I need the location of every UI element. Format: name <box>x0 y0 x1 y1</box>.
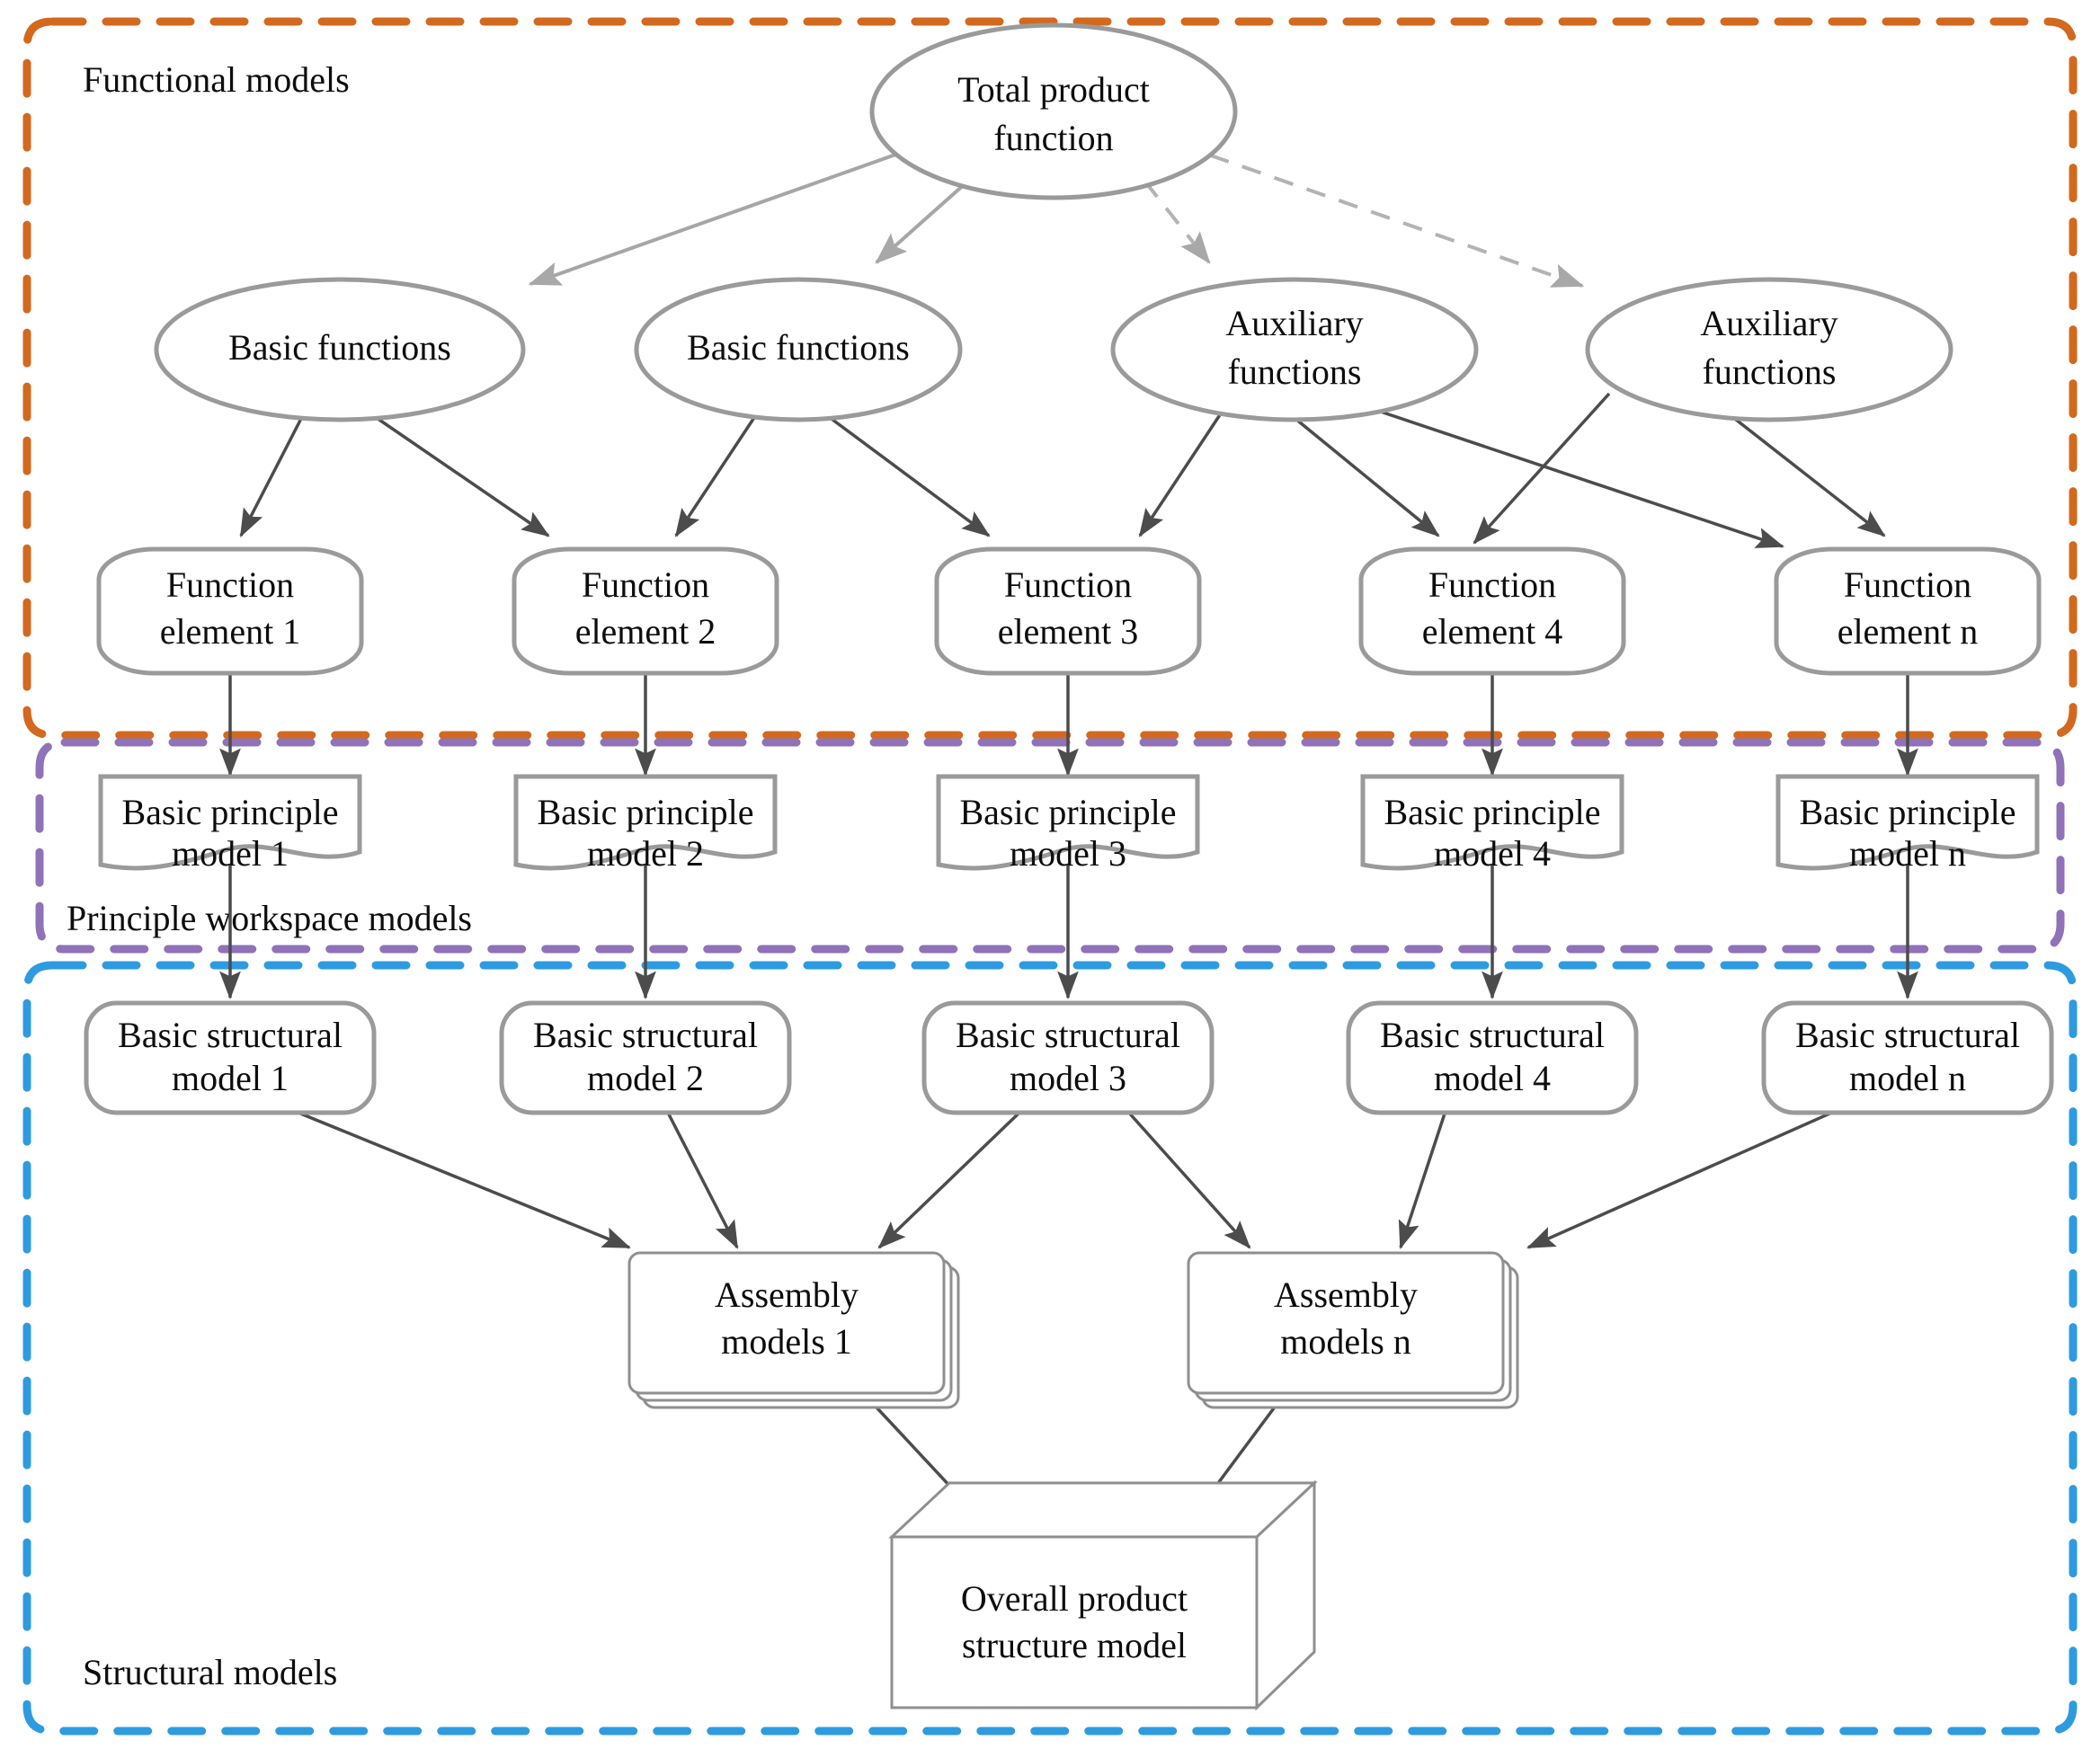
node-fen-line2: element n <box>1838 611 1979 652</box>
edge-bf2-to-fe2 <box>674 407 762 537</box>
node-bsm1-line1: Basic structural <box>118 1015 343 1055</box>
node-bsm2[interactable]: Basic structural model 2 <box>499 1000 792 1115</box>
node-bpm1-line1: Basic principle <box>121 792 338 832</box>
edge-bf2-to-fe3 <box>813 404 991 537</box>
node-fe2-line1: Function <box>582 564 709 605</box>
node-bpm4[interactable]: Basic principle model 4 <box>1360 774 1624 874</box>
node-fen[interactable]: Function element n <box>1774 546 2042 676</box>
edge-af2-to-fen <box>1717 404 1886 537</box>
edge-bsm3-to-amn <box>1126 1109 1251 1249</box>
node-bsm1[interactable]: Basic structural model 1 <box>84 1000 377 1115</box>
node-bpm2-line2: model 2 <box>587 833 704 874</box>
node-bf2-line1: Basic functions <box>687 327 910 368</box>
node-af2-line1: Auxiliary <box>1700 303 1838 343</box>
edge-af1-to-fe4 <box>1278 404 1440 537</box>
node-total-product-function-line2: function <box>993 118 1113 158</box>
node-bsm3-line1: Basic structural <box>956 1015 1180 1055</box>
node-fe3-line1: Function <box>1004 564 1132 605</box>
node-overall-product-structure-model[interactable]: Overall product structure model <box>888 1479 1318 1711</box>
edge-bf1-to-fe1 <box>239 409 307 537</box>
edge-af2-to-fe4 <box>1473 392 1611 545</box>
node-fe2[interactable]: Function element 2 <box>512 546 779 676</box>
edge-bsm4-to-amn <box>1398 1110 1447 1249</box>
node-bsmn[interactable]: Basic structural model n <box>1761 1000 2054 1115</box>
edge-bsm3-to-am1 <box>877 1109 1023 1249</box>
node-bsm3[interactable]: Basic structural model 3 <box>921 1000 1215 1115</box>
node-fe1-line1: Function <box>166 564 294 605</box>
node-total-product-function-line1: Total product <box>957 69 1150 110</box>
node-bpmn[interactable]: Basic principle model n <box>1775 774 2040 874</box>
node-fe3-line2: element 3 <box>998 611 1139 652</box>
node-bsmn-line2: model n <box>1849 1058 1966 1098</box>
node-bsm1-line2: model 1 <box>172 1058 289 1098</box>
group-label-principle: Principle workspace models <box>67 898 472 938</box>
group-label-structural: Structural models <box>83 1652 337 1692</box>
node-total-product-function[interactable]: Total product function <box>869 22 1238 200</box>
node-fen-line1: Function <box>1844 564 1971 605</box>
edge-root-to-bf1 <box>528 142 927 286</box>
node-bf1[interactable]: Basic functions <box>154 277 526 422</box>
edge-root-to-af1 <box>1122 153 1211 264</box>
group-band-principle: Principle workspace models <box>35 738 2065 954</box>
node-bpm2[interactable]: Basic principle model 2 <box>513 774 778 874</box>
node-bpmn-line2: model n <box>1849 833 1966 874</box>
node-af2-line2: functions <box>1703 351 1837 392</box>
node-overall-line2: structure model <box>962 1625 1187 1665</box>
node-bpmn-line1: Basic principle <box>1799 792 2015 832</box>
node-af1-line1: Auxiliary <box>1225 303 1363 343</box>
node-bf2[interactable]: Basic functions <box>634 277 963 422</box>
node-bsm4[interactable]: Basic structural model 4 <box>1346 1000 1639 1115</box>
node-bpm2-line1: Basic principle <box>537 792 753 832</box>
node-bpm3-line2: model 3 <box>1010 833 1126 874</box>
node-af2[interactable]: Auxiliary functions <box>1585 277 1953 422</box>
group-band-functional: Functional models <box>22 17 2078 740</box>
node-bsm4-line1: Basic structural <box>1380 1015 1605 1055</box>
edge-bsm1-to-am1 <box>289 1107 631 1249</box>
node-amn-line1: Assembly <box>1274 1274 1418 1315</box>
group-label-functional: Functional models <box>83 59 350 100</box>
edge-root-to-af2 <box>1177 142 1585 288</box>
edge-af1-to-fen <box>1331 394 1784 548</box>
node-bpm4-line2: model 4 <box>1434 833 1551 874</box>
edge-bf1-to-fe2 <box>359 404 550 537</box>
node-amn[interactable]: Assembly models n <box>1187 1251 1519 1409</box>
node-bpm4-line1: Basic principle <box>1384 792 1600 832</box>
node-bpm3-line1: Basic principle <box>959 792 1176 832</box>
node-bsm4-line2: model 4 <box>1434 1058 1551 1098</box>
node-fe4[interactable]: Function element 4 <box>1358 546 1626 676</box>
edge-bsm2-to-am1 <box>665 1110 739 1249</box>
node-am1[interactable]: Assembly models 1 <box>627 1251 960 1409</box>
node-af1-line2: functions <box>1228 351 1362 392</box>
node-fe2-line2: element 2 <box>575 611 716 652</box>
node-fe1[interactable]: Function element 1 <box>96 546 364 676</box>
node-fe1-line2: element 1 <box>160 611 301 652</box>
node-bsm3-line2: model 3 <box>1010 1058 1126 1098</box>
node-bsmn-line1: Basic structural <box>1795 1015 2020 1055</box>
node-fe4-line1: Function <box>1428 564 1556 605</box>
edge-bsmn-to-amn <box>1526 1109 1837 1249</box>
node-bsm2-line1: Basic structural <box>533 1015 758 1055</box>
node-amn-line2: models n <box>1280 1321 1411 1362</box>
node-bf1-line1: Basic functions <box>228 327 451 368</box>
node-bpm1[interactable]: Basic principle model 1 <box>98 774 362 874</box>
edge-af1-to-fe3 <box>1138 407 1226 537</box>
node-am1-line1: Assembly <box>715 1274 859 1315</box>
node-bpm1-line2: model 1 <box>172 833 289 874</box>
node-fe4-line2: element 4 <box>1422 611 1563 652</box>
node-am1-line2: models 1 <box>721 1321 852 1362</box>
node-bpm3[interactable]: Basic principle model 3 <box>936 774 1200 874</box>
node-overall-line1: Overall product <box>961 1578 1188 1619</box>
group-band-structural: Structural models <box>22 961 2078 1736</box>
node-bsm2-line2: model 2 <box>587 1058 704 1098</box>
node-af1[interactable]: Auxiliary functions <box>1110 277 1479 422</box>
node-fe3[interactable]: Function element 3 <box>934 546 1202 676</box>
